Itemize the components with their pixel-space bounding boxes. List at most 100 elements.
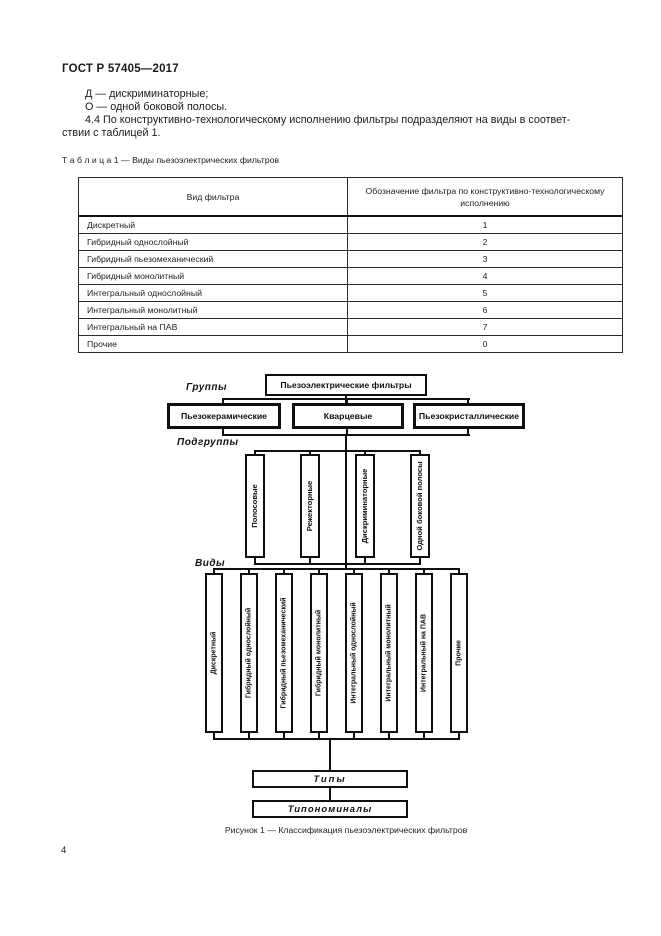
- typonominals-box-label: Типономиналы: [287, 803, 373, 815]
- cell-type: Гибридный однослойный: [78, 233, 348, 251]
- subgroup-box: Одной боковой полосы: [410, 454, 430, 558]
- subgroup-box: Режекторные: [300, 454, 320, 558]
- filter-types-table: Вид фильтра Обозначение фильтра по конст…: [78, 177, 623, 353]
- kind-box-label: Интегральный монолитный: [385, 604, 393, 702]
- group-box: Пьезокристаллические: [413, 403, 525, 429]
- body-text: Д — дискриминаторные; О — одной боковой …: [62, 88, 604, 140]
- cell-type: Прочие: [78, 335, 348, 353]
- types-box-label: Типы: [313, 773, 347, 785]
- groups-level-label: Группы: [186, 382, 228, 393]
- group-box-label: Пьезокристаллические: [418, 411, 520, 421]
- group-box: Пьезокерамические: [167, 403, 281, 429]
- connector-line: [329, 738, 331, 772]
- cell-code: 1: [347, 215, 623, 234]
- table-caption: Т а б л и ц а 1 — Виды пьезоэлектрически…: [62, 155, 280, 165]
- subgroup-box: Дискриминаторные: [355, 454, 375, 558]
- list-item-d: Д — дискриминаторные;: [85, 88, 209, 100]
- kind-box-label: Гибридный пьезомеханический: [280, 597, 288, 709]
- cell-code: 0: [347, 335, 623, 353]
- document-header: ГОСТ Р 57405—2017: [62, 63, 179, 75]
- connector-line: [223, 434, 470, 436]
- cell-type: Интегральный однослойный: [78, 284, 348, 302]
- connector-line: [388, 568, 390, 740]
- connector-line: [283, 568, 285, 740]
- kind-box: Гибридный монолитный: [310, 573, 328, 733]
- connector-line: [223, 398, 470, 400]
- cell-type: Гибридный пьезомеханический: [78, 250, 348, 268]
- kind-box-label: Гибридный монолитный: [315, 609, 323, 697]
- cell-code: 7: [347, 318, 623, 336]
- subgroups-level-label: Подгруппы: [177, 437, 239, 448]
- col-header-code: Обозначение фильтра по конструктивно-тех…: [347, 177, 623, 217]
- kind-box-label: Интегральный однослойный: [350, 602, 358, 704]
- cell-code: 3: [347, 250, 623, 268]
- connector-line: [458, 568, 460, 740]
- group-box: Кварцевые: [292, 403, 404, 429]
- subgroup-box-label: Дискриминаторные: [360, 468, 370, 544]
- subgroup-box-label: Полосовые: [250, 484, 260, 528]
- kind-box: Дискретный: [205, 573, 223, 733]
- connector-line: [222, 398, 224, 436]
- kind-box: Гибридный пьезомеханический: [275, 573, 293, 733]
- connector-line: [213, 568, 215, 740]
- connector-line: [419, 450, 421, 565]
- root-box-label: Пьезоэлектрические фильтры: [280, 380, 412, 390]
- kinds-level-label: Виды: [195, 558, 226, 569]
- kind-box-label: Прочие: [455, 640, 463, 666]
- typonominals-box: Типономиналы: [252, 800, 408, 818]
- kind-box: Прочие: [450, 573, 468, 733]
- kind-box-label: Гибридный однослойный: [245, 607, 253, 699]
- cell-type: Дискретный: [78, 215, 348, 234]
- connector-line: [309, 450, 311, 565]
- table-header-row: Вид фильтра Обозначение фильтра по конст…: [78, 177, 623, 217]
- connector-line: [254, 450, 421, 452]
- connector-line: [329, 786, 331, 802]
- connector-line: [353, 568, 355, 740]
- cell-code: 2: [347, 233, 623, 251]
- connector-line: [345, 393, 347, 403]
- connector-line: [346, 398, 348, 436]
- connector-line: [345, 434, 347, 570]
- subgroup-box-label: Одной боковой полосы: [415, 461, 425, 551]
- cell-type: Интегральный на ПАВ: [78, 318, 348, 336]
- connector-line: [318, 568, 320, 740]
- types-box: Типы: [252, 770, 408, 788]
- subgroup-box-label: Режекторные: [305, 480, 315, 532]
- connector-line: [364, 450, 366, 565]
- connector-line: [248, 568, 250, 740]
- kind-box: Интегральный на ПАВ: [415, 573, 433, 733]
- col-header-type: Вид фильтра: [78, 177, 348, 217]
- page-number: 4: [61, 845, 67, 856]
- connector-line: [213, 568, 460, 570]
- paragraph-4-4: 4.4 По конструктивно-технологическому ис…: [62, 114, 571, 139]
- connector-line: [254, 450, 256, 565]
- kind-box: Гибридный однослойный: [240, 573, 258, 733]
- cell-type: Гибридный монолитный: [78, 267, 348, 285]
- kind-box-label: Дискретный: [210, 631, 218, 675]
- subgroup-box: Полосовые: [245, 454, 265, 558]
- kind-box: Интегральный монолитный: [380, 573, 398, 733]
- group-box-label: Пьезокерамические: [180, 411, 268, 421]
- cell-code: 5: [347, 284, 623, 302]
- group-box-label: Кварцевые: [323, 411, 373, 421]
- kind-box-label: Интегральный на ПАВ: [420, 613, 428, 693]
- connector-line: [213, 738, 460, 740]
- root-box: Пьезоэлектрические фильтры: [265, 374, 427, 396]
- kind-box: Интегральный однослойный: [345, 573, 363, 733]
- cell-code: 6: [347, 301, 623, 319]
- cell-type: Интегральный монолитный: [78, 301, 348, 319]
- figure-caption: Рисунок 1 — Классификация пьезоэлектриче…: [224, 825, 468, 835]
- connector-line: [254, 563, 421, 565]
- connector-line: [467, 398, 469, 436]
- cell-code: 4: [347, 267, 623, 285]
- connector-line: [423, 568, 425, 740]
